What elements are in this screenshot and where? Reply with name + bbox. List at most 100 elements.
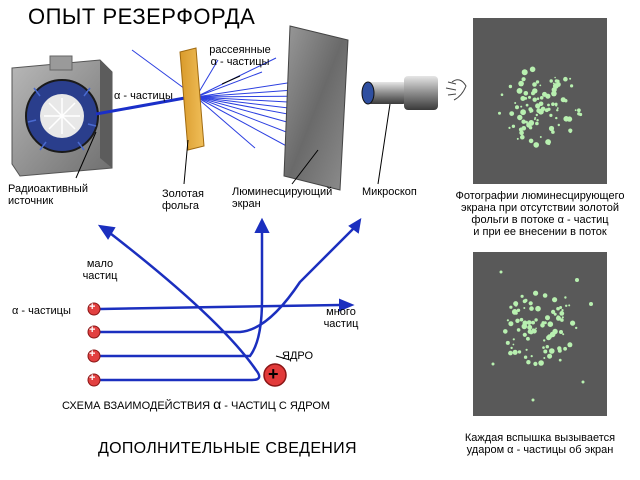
scintillation-dot [568,304,571,307]
photo-caption-top-line1: Фотографии люминесцирующего [455,190,625,202]
page-title: ОПЫТ РЕЗЕРФОРДА [28,4,256,29]
schema-caption-part2: - ЧАСТИЦ С ЯДРОМ [224,400,331,412]
scintillation-dot [508,350,513,356]
scintillation-dot [524,325,527,329]
scintillation-dot [563,116,569,122]
scintillation-dot [545,345,549,349]
scintillation-dot [511,124,516,128]
few-particles-line1: мало [86,258,114,270]
scintillation-dot [531,398,535,402]
scintillation-dot [574,109,577,112]
additional-info-link[interactable]: ДОПОЛНИТЕЛЬНЫЕ СВЕДЕНИЯ [98,440,357,457]
scintillation-dot [577,108,581,113]
particle-track-3 [100,230,264,358]
photo-caption-top-line4: и при ее внесении в поток [473,226,607,238]
scintillation-dot [539,84,542,87]
nucleus-label: ЯДРО [282,350,314,362]
scintillation-dot [543,349,548,354]
scintillation-dot [553,312,557,316]
scintillation-dot [508,84,513,89]
scintillation-dot [548,125,555,132]
scintillation-dot [551,90,557,97]
scintillation-dot [506,319,509,322]
scintillation-dot [519,317,524,322]
scattered-label-line1: рассеянные [209,44,271,56]
scintillation-dot [551,102,555,106]
source-label-line2: источник [8,195,54,207]
scintillation-dot [559,311,565,316]
scintillation-dot [557,123,560,127]
scintillation-dot [510,346,513,350]
scintillation-dot [503,329,508,334]
many-particles-line2: частиц [323,318,359,330]
scintillation-dot [522,299,527,304]
particle-track-4-backscatter [100,229,261,382]
scintillation-dot [551,87,557,93]
alpha-particles-label: α - частицы [114,90,173,102]
scintillation-dot [557,346,562,351]
scintillation-dot [508,126,511,129]
scintillation-dot [518,80,524,87]
scintillation-dot [547,321,554,327]
scintillation-dot [529,110,532,114]
scintillation-dot [535,113,538,117]
scintillation-dot [539,136,542,138]
nucleus-plus: + [268,364,279,384]
screen-photo-without-foil [473,18,607,184]
photo-caption-bottom-line2: ударом α - частицы об экран [466,444,614,456]
scintillation-dot [533,290,539,296]
particle-track-2 [100,225,357,334]
scintillation-dot [563,346,567,351]
schema-alpha-label: α - частицы [12,305,71,317]
foil-label: Золотая фольга [162,188,204,212]
screen-label-line1: Люминесцирующий [232,186,333,198]
scintillation-dot [516,308,521,312]
alpha-beam [95,94,197,116]
scintillation-dot [517,114,523,121]
scintillation-dot [535,327,537,330]
scintillation-dot [500,93,504,96]
scintillation-dot [559,306,563,309]
luminescent-screen [283,25,349,191]
scintillation-dot [525,348,528,351]
scintillation-dot [556,107,559,109]
scintillation-dot [538,360,544,366]
alpha-plus-3: + [89,348,96,360]
many-particles-label: много частиц [316,306,366,330]
scintillation-dot [491,362,495,366]
scintillation-dot [575,326,578,330]
scintillation-dot [530,355,533,358]
alpha-plus-2: + [89,324,96,336]
scintillation-dot [535,80,540,84]
scintillation-dot [512,343,515,346]
scintillation-dot [540,106,546,112]
scintillation-dot [563,76,568,82]
schema-caption: СХЕМА ВЗАИМОДЕЙСТВИЯ α - ЧАСТИЦ С ЯДРОМ [62,396,330,412]
scintillation-dot [565,304,568,307]
scintillation-dot [546,335,552,341]
scintillation-dot [524,97,528,100]
scintillation-dot [519,130,524,136]
scintillation-dot [512,338,515,341]
label-pointers [75,75,391,185]
scintillation-dot [562,333,565,336]
scintillation-dot [521,69,528,76]
scintillation-dot [528,107,533,112]
scintillation-dot [516,137,519,140]
scintillation-dot [554,102,558,106]
scintillation-dot [570,84,574,88]
scintillation-dot [589,302,593,306]
scintillation-dots [498,66,583,148]
scintillation-dot [534,117,537,119]
photo-caption-bottom-line1: Каждая вспышка вызывается [464,432,616,444]
photo-caption-bottom: Каждая вспышка вызывается ударом α - час… [446,432,634,456]
radioactive-source [11,55,113,177]
scintillation-dot [556,109,559,112]
schema-caption-alpha: α [213,396,222,412]
scintillation-dot [522,320,528,326]
scintillation-dot [520,134,525,140]
scintillation-dot [536,119,539,122]
scintillation-dot [567,342,573,348]
scintillation-dot [570,320,576,326]
